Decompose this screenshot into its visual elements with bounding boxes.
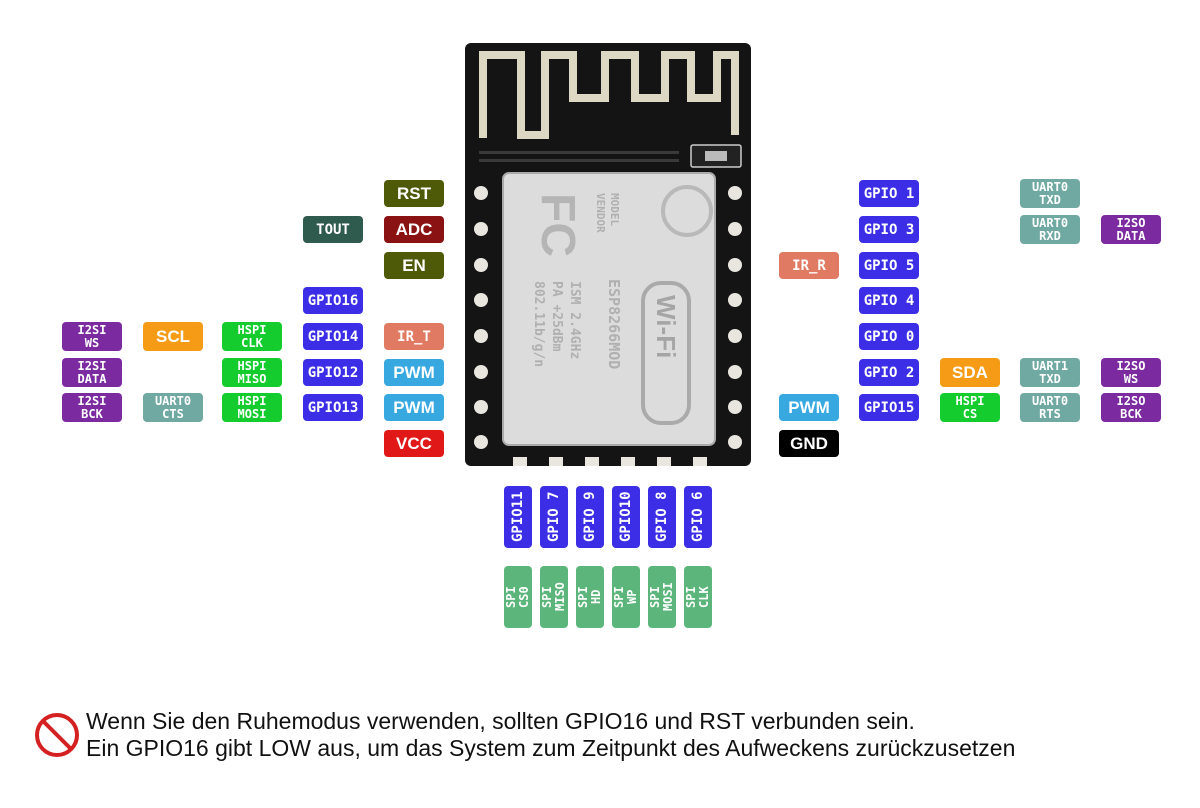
pin-gpio2: GPIO 2 (859, 359, 919, 386)
pin-i2so-data: I2SO DATA (1101, 215, 1161, 244)
chip-vendor-text: MODEL VENDOR (594, 193, 621, 233)
pin-gpio5: GPIO 5 (859, 252, 919, 279)
note-line-1: Wenn Sie den Ruhemodus verwenden, sollte… (86, 708, 915, 734)
pin-spi-hd: SPI HD (576, 566, 604, 628)
left-pads-icon (474, 186, 488, 449)
pin-spi-mosi: SPI MOSI (648, 566, 676, 628)
pin-hspi-cs: HSPI CS (940, 393, 1000, 422)
wifi-mark-text: Wi-Fi (651, 295, 681, 359)
pin-gpio9: GPIO 9 (576, 486, 604, 548)
pin-i2si-bck: I2SI BCK (62, 393, 122, 422)
pin-gpio14: GPIO14 (303, 323, 363, 350)
pin-uart1-txd: UART1 TXD (1020, 358, 1080, 387)
pin-i2so-bck: I2SO BCK (1101, 393, 1161, 422)
espressif-logo-icon (661, 185, 713, 237)
via-dots-icon (479, 151, 679, 162)
pin-gpio4: GPIO 4 (859, 287, 919, 314)
pin-ir-t: IR_T (384, 323, 444, 350)
pin-gpio0: GPIO 0 (859, 323, 919, 350)
pin-uart0-rts: UART0 RTS (1020, 393, 1080, 422)
pin-adc: ADC (384, 216, 444, 243)
pin-uart0-cts: UART0 CTS (143, 393, 203, 422)
pin-gpio3: GPIO 3 (859, 216, 919, 243)
note-line-2: Ein GPIO16 gibt LOW aus, um das System z… (86, 735, 1016, 761)
antenna-trace-icon (479, 51, 739, 139)
pin-i2si-data: I2SI DATA (62, 358, 122, 387)
pin-spi-cs0: SPI CS0 (504, 566, 532, 628)
pin-gpio8: GPIO 8 (648, 486, 676, 548)
pin-ir-r: IR_R (779, 252, 839, 279)
pin-gpio1: GPIO 1 (859, 180, 919, 207)
chip-specs: ISM 2.4GHz PA +25dBm 802.11b/g/n (531, 281, 582, 368)
pin-gpio10: GPIO10 (612, 486, 640, 548)
pin-pwm-right: PWM (779, 394, 839, 421)
module-graphic (474, 51, 742, 466)
pin-hspi-miso: HSPI MISO (222, 358, 282, 387)
bottom-pads-icon (513, 457, 707, 466)
chip-fc-logo: FC (531, 193, 584, 257)
pin-en: EN (384, 252, 444, 279)
pin-spi-clk: SPI CLK (684, 566, 712, 628)
pin-gpio16: GPIO16 (303, 287, 363, 314)
no-entry-icon (35, 713, 79, 757)
pin-scl: SCL (143, 322, 203, 351)
pin-gpio6: GPIO 6 (684, 486, 712, 548)
pin-hspi-clk: HSPI CLK (222, 322, 282, 351)
pin-tout: TOUT (303, 216, 363, 243)
esp-module-board: FC MODEL VENDOR ESP8266MOD ISM 2.4GHz PA… (465, 43, 751, 466)
pin-uart0-txd: UART0 TXD (1020, 179, 1080, 208)
pin-sda: SDA (940, 358, 1000, 387)
pin-rst: RST (384, 180, 444, 207)
pin-gpio12: GPIO12 (303, 359, 363, 386)
right-pads-icon (728, 186, 742, 449)
pin-gnd: GND (779, 430, 839, 457)
pin-gpio15: GPIO15 (859, 394, 919, 421)
pin-i2si-ws: I2SI WS (62, 322, 122, 351)
pin-hspi-mosi: HSPI MOSI (222, 393, 282, 422)
pin-gpio7: GPIO 7 (540, 486, 568, 548)
pin-vcc: VCC (384, 430, 444, 457)
wifi-badge-icon (641, 281, 691, 425)
pin-pwm-b: PWM (384, 394, 444, 421)
pin-spi-miso: SPI MISO (540, 566, 568, 628)
pin-spi-wp: SPI WP (612, 566, 640, 628)
chip-part-number: ESP8266MOD (605, 279, 623, 370)
pin-pwm-a: PWM (384, 359, 444, 386)
rf-shield-icon (502, 172, 716, 446)
pin-i2so-ws: I2SO WS (1101, 358, 1161, 387)
pin-uart0-rxd: UART0 RXD (1020, 215, 1080, 244)
pin-gpio11: GPIO11 (504, 486, 532, 548)
pin-gpio13: GPIO13 (303, 394, 363, 421)
